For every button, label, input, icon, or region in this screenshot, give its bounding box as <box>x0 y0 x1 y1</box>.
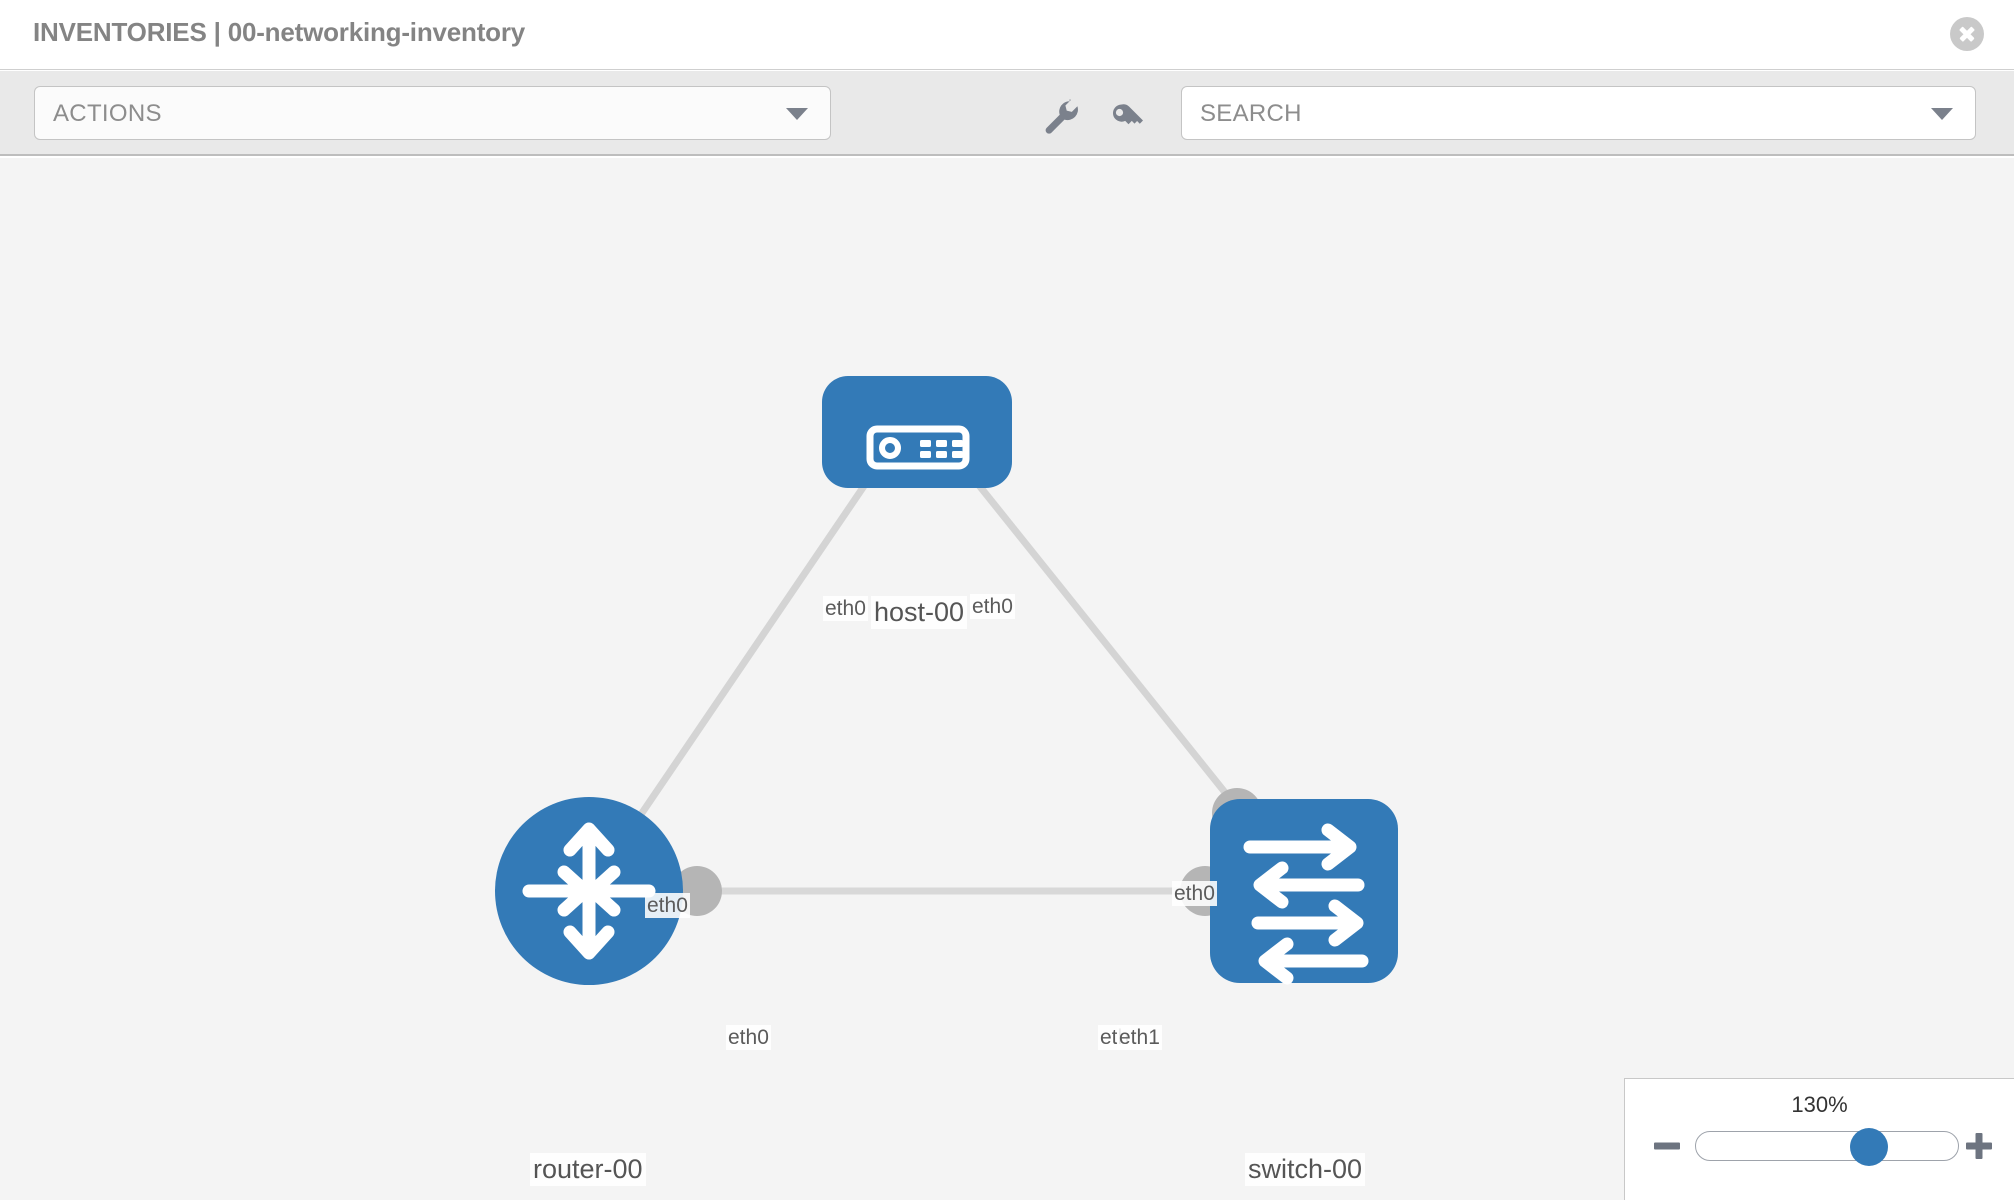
node-host-00 <box>822 376 1012 488</box>
node-switch-00 <box>1210 799 1398 985</box>
plus-icon-bar-v <box>1975 1133 1983 1159</box>
edge-label: eth0 <box>823 596 868 621</box>
edge-label: eth1 <box>1117 1025 1162 1050</box>
actions-dropdown[interactable]: ACTIONS <box>34 86 831 140</box>
toolbar: ACTIONS SEARCH <box>0 71 2014 156</box>
wrench-icon[interactable] <box>1040 96 1082 138</box>
server-icon-power <box>879 437 901 459</box>
zoom-control-panel: 130% <box>1624 1078 2014 1200</box>
page-title: INVENTORIES | 00-networking-inventory <box>33 17 526 47</box>
server-icon-leds <box>920 440 963 458</box>
minus-icon-bar <box>1654 1142 1680 1150</box>
actions-dropdown-label: ACTIONS <box>53 100 162 127</box>
node-label-switch-00: switch-00 <box>1245 1153 1366 1186</box>
page-header: INVENTORIES | 00-networking-inventory <box>0 0 2014 70</box>
chevron-down-icon[interactable] <box>1931 108 1953 120</box>
minus-icon[interactable] <box>1652 1131 1682 1161</box>
key-icon[interactable] <box>1107 96 1149 138</box>
edge-label: eth0 <box>970 594 1015 619</box>
zoom-slider-handle[interactable] <box>1849 1128 1888 1166</box>
edge-label: eth0 <box>645 893 690 918</box>
server-icon <box>866 425 970 470</box>
search-input[interactable]: SEARCH <box>1181 86 1976 140</box>
link-host-router <box>586 406 920 893</box>
node-label-host-00: host-00 <box>871 596 968 629</box>
router-arrows-icon <box>522 822 656 960</box>
chevron-down-icon <box>786 108 808 120</box>
search-placeholder: SEARCH <box>1200 100 1302 127</box>
node-label-router-00: router-00 <box>530 1153 646 1186</box>
zoom-slider[interactable] <box>1695 1128 1959 1166</box>
topology-graph <box>495 376 1398 985</box>
edge-label: eth0 <box>726 1025 771 1050</box>
close-icon[interactable] <box>1950 17 1984 51</box>
topology-connectors <box>672 433 1262 916</box>
node-router-00 <box>495 797 683 985</box>
zoom-level-value: 130% <box>1791 1092 1848 1117</box>
edge-label: eth0 <box>1172 881 1217 906</box>
topology-canvas[interactable]: eth0 eth0 eth0 eth0 eth0 eth eth1 host-0… <box>0 158 2014 1200</box>
switch-arrows-icon <box>1243 823 1369 985</box>
plus-icon[interactable] <box>1964 1131 1994 1161</box>
